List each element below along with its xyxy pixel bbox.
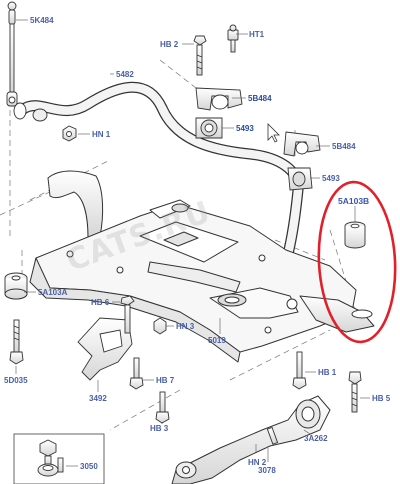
stabilizer-bar[interactable] xyxy=(13,81,304,268)
callout-hn2[interactable]: HN 2 xyxy=(248,458,267,467)
callout-hb6[interactable]: HB 6 xyxy=(91,298,110,307)
bushing-5493-upper[interactable] xyxy=(195,117,223,139)
callout-5a103b[interactable]: 5A103B xyxy=(338,196,370,206)
nut-ht1[interactable] xyxy=(227,24,239,53)
clamp-bracket-right[interactable] xyxy=(283,131,321,157)
pointer-arrow-icon xyxy=(267,123,280,143)
callout-5493-upper[interactable]: 5493 xyxy=(236,124,254,133)
callout-3492[interactable]: 3492 xyxy=(89,394,107,403)
callout-hn3[interactable]: HN 3 xyxy=(176,322,195,331)
callout-hb1[interactable]: HB 1 xyxy=(318,368,337,377)
nut-hn1[interactable] xyxy=(62,125,77,142)
callout-5d035[interactable]: 5D035 xyxy=(4,376,28,385)
callout-5493-right[interactable]: 5493 xyxy=(322,174,340,183)
bushing-5a103b[interactable] xyxy=(344,221,366,249)
callout-ht1[interactable]: HT1 xyxy=(249,30,265,39)
stabilizer-link[interactable] xyxy=(6,1,18,107)
bolt-hb1[interactable] xyxy=(292,351,307,390)
callout-hb7[interactable]: HB 7 xyxy=(156,376,175,385)
callout-5k484[interactable]: 5K484 xyxy=(30,16,54,25)
subframe-crossmember[interactable] xyxy=(29,170,375,363)
inset-box xyxy=(13,433,105,484)
bolt-hb6[interactable] xyxy=(120,295,135,334)
callout-5a103a[interactable]: 5A103A xyxy=(38,288,68,297)
callout-3050[interactable]: 3050 xyxy=(80,462,98,471)
callout-hn1[interactable]: HN 1 xyxy=(92,130,111,139)
callout-5b484-right[interactable]: 5B484 xyxy=(332,142,356,151)
bolt-hb2[interactable] xyxy=(193,35,207,76)
callout-5019[interactable]: 5019 xyxy=(208,336,226,345)
callout-hb2[interactable]: HB 2 xyxy=(160,40,179,49)
bushing-5493-right[interactable] xyxy=(287,167,313,191)
lower-control-arm[interactable] xyxy=(171,395,331,484)
nut-hn3[interactable] xyxy=(153,317,167,335)
callout-3078[interactable]: 3078 xyxy=(258,466,276,475)
highlight-circle xyxy=(317,180,397,344)
bolt-hb7[interactable] xyxy=(129,357,144,390)
callout-hb5[interactable]: HB 5 xyxy=(372,394,391,403)
callout-5b484-upper[interactable]: 5B484 xyxy=(248,94,272,103)
callout-3a262[interactable]: 3A262 xyxy=(304,434,328,443)
ball-joint-stud[interactable] xyxy=(266,426,279,445)
leader-lines xyxy=(15,19,370,467)
bolt-hb5[interactable] xyxy=(348,371,362,413)
callout-5482[interactable]: 5482 xyxy=(116,70,134,79)
bracket-3492[interactable] xyxy=(77,317,133,381)
bushing-5a103a[interactable] xyxy=(4,272,28,300)
bolt-hb3[interactable] xyxy=(155,391,170,424)
clamp-bracket-upper[interactable] xyxy=(195,87,243,111)
ball-joint-3050[interactable] xyxy=(37,439,64,477)
bolt-5d035[interactable] xyxy=(9,319,24,365)
callout-hb3[interactable]: HB 3 xyxy=(150,424,169,433)
